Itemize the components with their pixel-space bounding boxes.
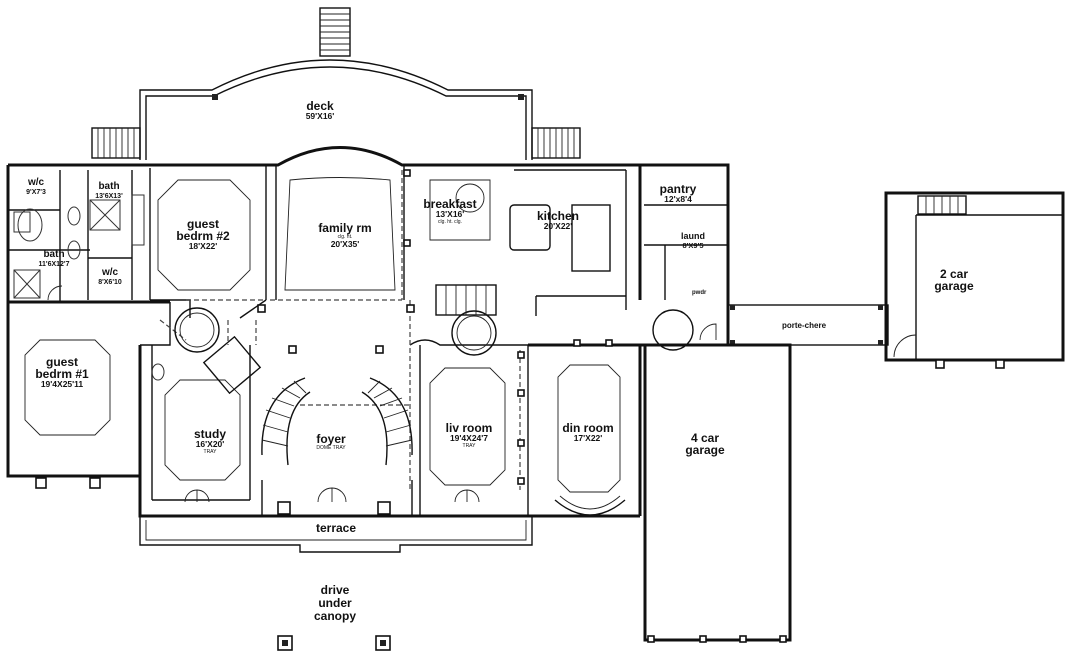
- breakfast-sub: clg. ht. clg.: [438, 219, 462, 225]
- room-label-laund: laund 8'X9'5: [668, 231, 718, 251]
- garage2-name: 2 car garage: [934, 267, 974, 293]
- rotundas: [174, 183, 694, 356]
- room-label-bath-low: bath 11'6X12'7: [26, 250, 82, 269]
- study-dims: 16'X20': [195, 439, 225, 449]
- room-label-wic-top: w/c 9'X7'3: [16, 178, 56, 197]
- bath-fixtures: [13, 194, 165, 381]
- room-label-deck: deck 59'X16': [290, 100, 350, 121]
- guest1-name: guest bedrm #1: [35, 355, 89, 381]
- laund-dims: 8'X9'5: [682, 241, 704, 250]
- wic-low-dims: 8'X6'10: [98, 279, 122, 286]
- wic-top-name: w/c: [27, 177, 45, 188]
- din-dims: 17'X22': [573, 433, 603, 443]
- room-label-drive: drive under canopy: [300, 584, 370, 623]
- kitchen-dims: 20'X22': [543, 221, 573, 231]
- room-label-pantry: pantry 12'x8'4: [648, 183, 708, 204]
- foyer-name: foyer: [316, 432, 346, 446]
- din-name: din room: [562, 421, 614, 435]
- grand-staircase: [202, 284, 497, 466]
- wic-top-dims: 9'X7'3: [26, 189, 46, 196]
- guest1-dims: 19'4X25'11: [40, 379, 84, 389]
- ceiling-outlines: [24, 177, 621, 493]
- porte-chere: [727, 304, 889, 346]
- room-label-kitchen: kitchen 20'X22': [528, 210, 588, 231]
- guest2-dims: 18'X22': [188, 241, 218, 251]
- family-name: family rm: [318, 221, 372, 235]
- room-label-foyer: foyer DOME TRAY: [306, 433, 356, 451]
- guest2-name: guest bedrm #2: [176, 217, 230, 243]
- room-label-terrace: terrace: [306, 522, 366, 534]
- garage4-name: 4 car garage: [685, 431, 725, 457]
- room-label-guest1: guest bedrm #1 19'4X25'11: [28, 356, 96, 389]
- bath-low-name: bath: [43, 249, 65, 260]
- room-label-study: study 16'X20' TRAY: [180, 428, 240, 455]
- family-sub: clg. ht.: [337, 234, 353, 240]
- deck-outline: [91, 7, 581, 160]
- wic-low-name: w/c: [101, 267, 119, 278]
- pantry-dims: 12'x8'4: [664, 194, 692, 204]
- dining-bay-window: [554, 495, 626, 516]
- liv-name: liv room: [445, 421, 493, 435]
- bath-top-dims: 13'6X13': [95, 193, 123, 200]
- main-house-walls: [6, 146, 730, 553]
- deck-dims: 59'X16': [305, 111, 335, 121]
- foyer-sub: DOME TRAY: [316, 445, 346, 451]
- room-label-family: family rm clg. ht. 20'X35': [305, 222, 385, 249]
- bath-top-name: bath: [98, 181, 120, 192]
- room-label-garage4: 4 car garage: [670, 432, 740, 456]
- room-label-garage2: 2 car garage: [922, 268, 986, 292]
- study-name: study: [193, 427, 226, 441]
- bath-low-dims: 11'6X12'7: [38, 261, 70, 268]
- columns: [35, 169, 613, 651]
- liv-sub: TRAY: [462, 443, 476, 449]
- terrace-name: terrace: [315, 521, 357, 535]
- two-car-garage: [884, 191, 1065, 369]
- breakfast-dims: 13'X16': [435, 209, 465, 219]
- room-label-guest2: guest bedrm #2 18'X22': [168, 218, 238, 251]
- drive-name: drive under canopy: [313, 583, 356, 623]
- study-sub: TRAY: [203, 449, 217, 455]
- doors: [47, 285, 717, 503]
- kitchen-name: kitchen: [536, 209, 579, 223]
- room-label-wic-low: w/c 8'X6'10: [90, 268, 130, 287]
- room-label-porte: porte-chere: [782, 321, 827, 330]
- laund-name: laund: [681, 231, 705, 241]
- breakfast-name: breakfast: [423, 197, 477, 211]
- deck-name: deck: [306, 99, 334, 113]
- pantry-name: pantry: [659, 182, 697, 196]
- room-label-din: din room 17'X22': [550, 422, 626, 443]
- liv-dims: 19'4X24'7: [449, 433, 489, 443]
- four-car-garage: [643, 343, 792, 643]
- room-label-liv: liv room 19'4X24'7 TRAY: [440, 422, 498, 449]
- room-label-bath-top: bath 13'6X13': [86, 182, 132, 201]
- room-label-breakfast: breakfast 13'X16' clg. ht. clg.: [410, 198, 490, 225]
- room-label-pwdr: pwdr: [692, 290, 707, 296]
- family-dims: 20'X35': [330, 239, 360, 249]
